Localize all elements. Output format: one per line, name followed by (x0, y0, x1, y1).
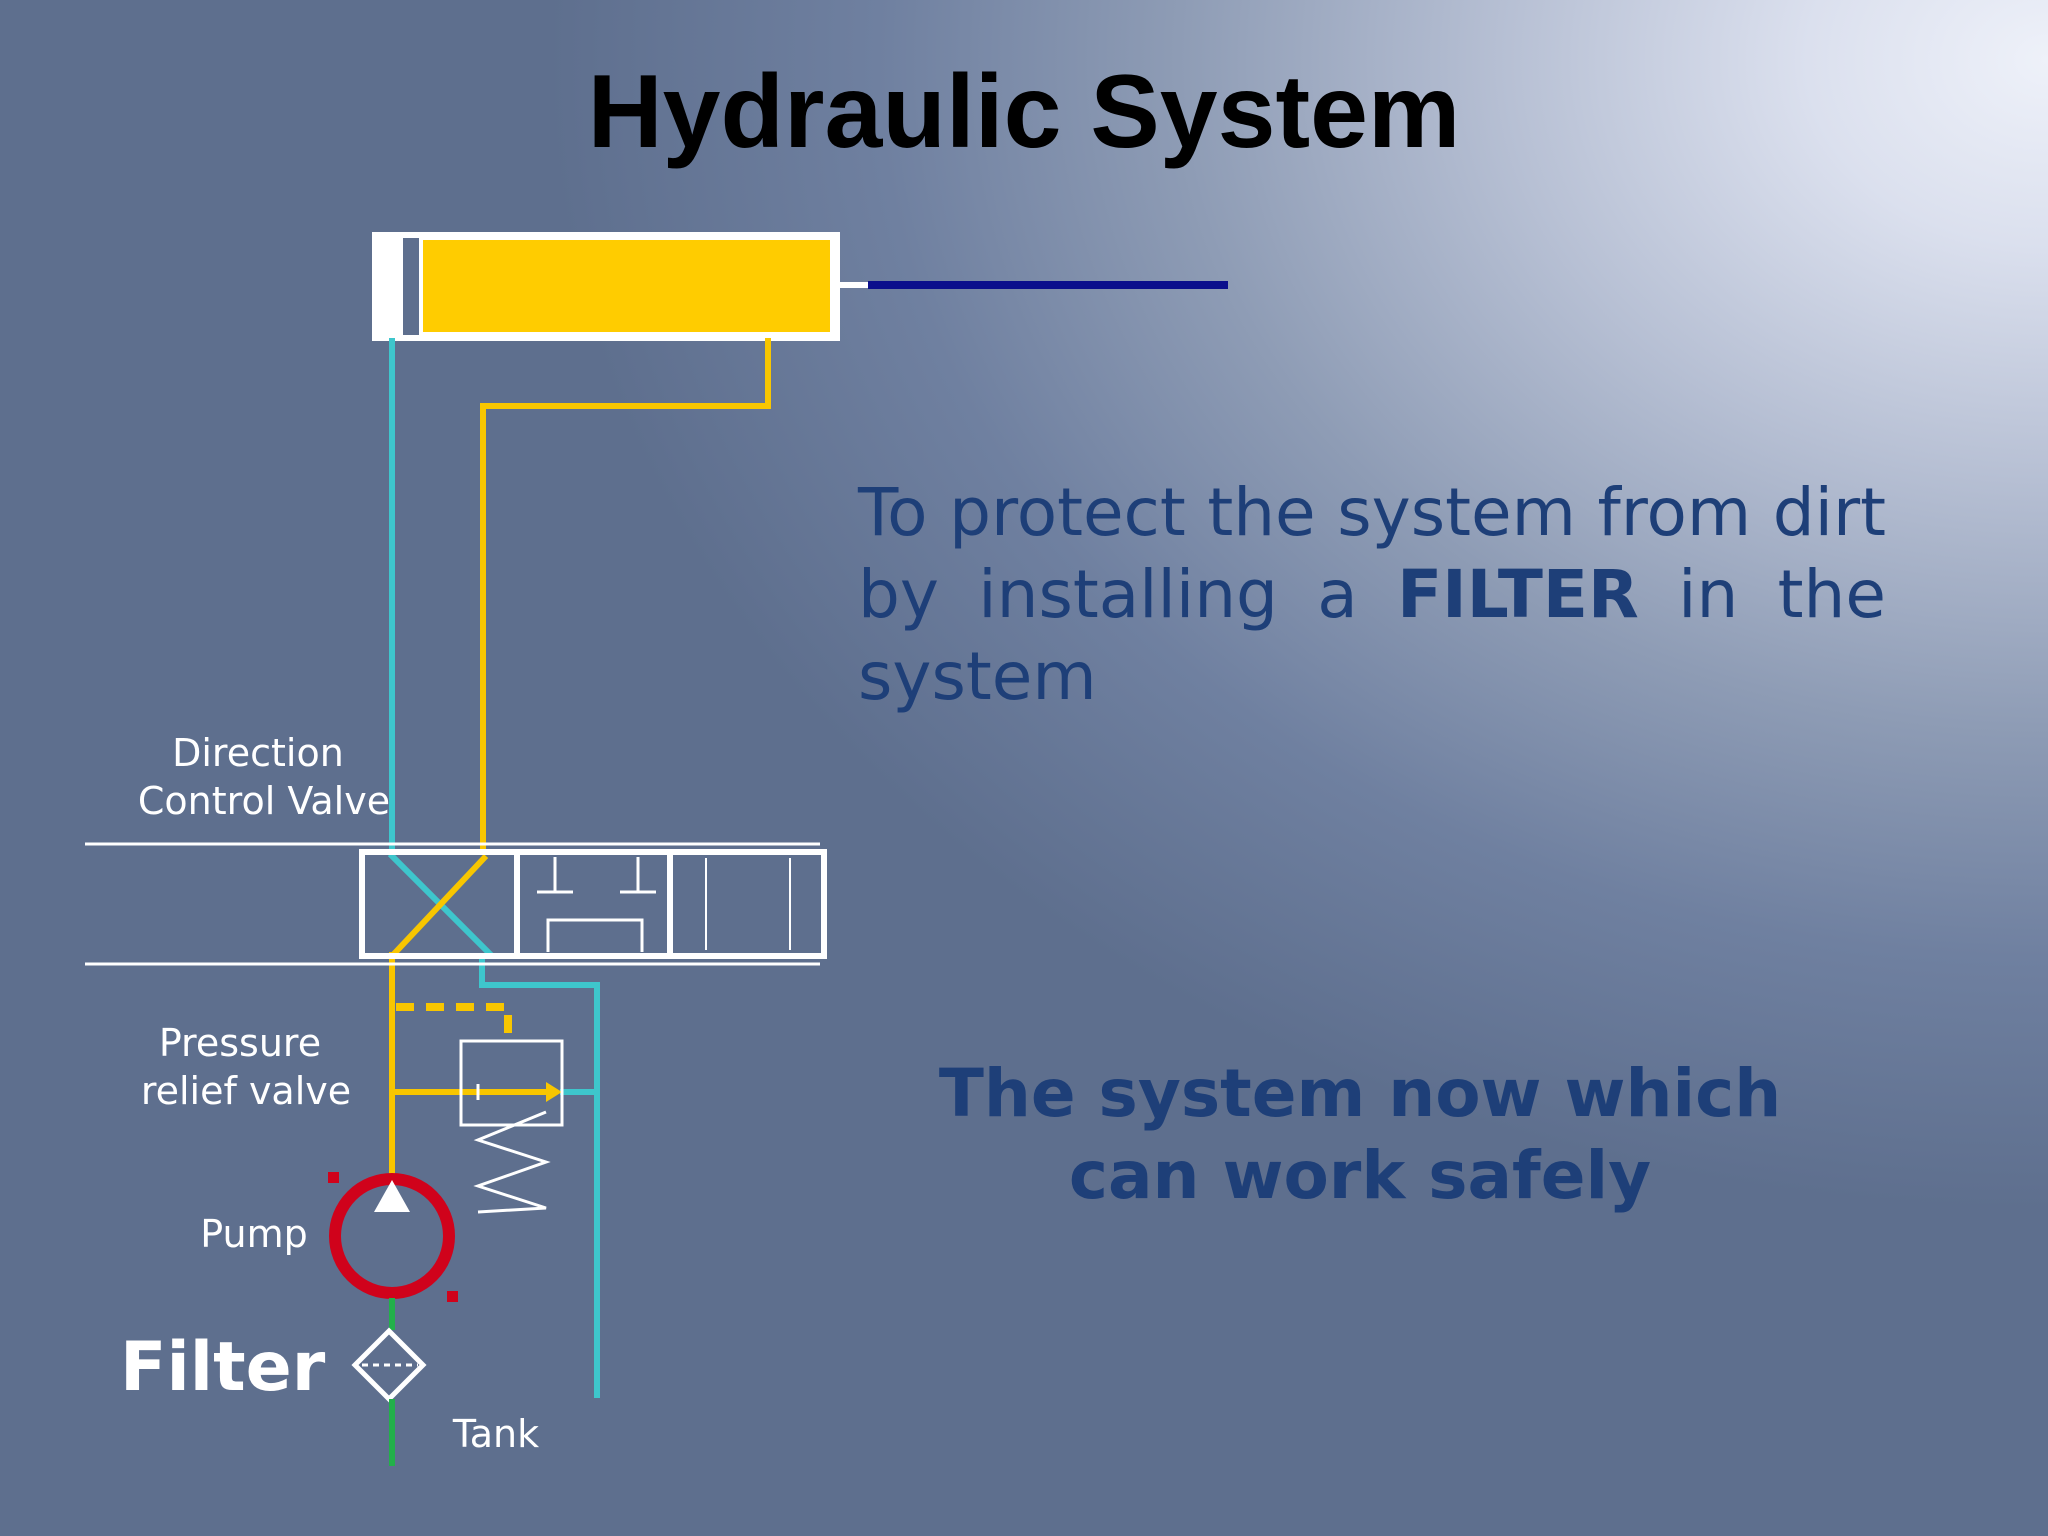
label-direction-line-1: Direction (172, 731, 344, 775)
valve-center-connection (546, 918, 644, 952)
filter-explanation-start: To protect the system from dirt by insta… (858, 474, 1886, 633)
pressure-line-valve-cross (389, 853, 489, 959)
filter-explanation-end: in the system (858, 556, 1886, 715)
return-line-to-tank (479, 956, 600, 1398)
slide-title: Hydraulic System (587, 54, 1461, 170)
valve-body (359, 849, 827, 959)
pump-direction-triangle (374, 1180, 410, 1212)
filter-keyword: FILTER (1397, 556, 1639, 633)
label-pressure-line-2: relief valve (141, 1069, 351, 1113)
pressure-line-to-cylinder (480, 338, 771, 854)
label-direction-line-2: Control Valve (138, 779, 390, 823)
cylinder-piston-chamber (419, 236, 834, 336)
label-pressure-relief-valve: Pressure relief valve (141, 1021, 351, 1113)
pressure-relief-valve (459, 1039, 564, 1214)
pump-marker-bottom-right (447, 1291, 458, 1302)
safety-conclusion-text: The system now which can work safely (938, 1055, 1782, 1214)
filter-explanation-text: To protect the system from dirt by insta… (858, 472, 1886, 718)
label-pump: Pump (200, 1212, 307, 1256)
relief-valve-spring (473, 1110, 551, 1214)
label-tank: Tank (452, 1412, 539, 1456)
filter (351, 1298, 427, 1466)
relief-arrow-head (546, 1082, 562, 1102)
pump-marker-top-left (328, 1172, 339, 1183)
direction-control-valve (85, 842, 827, 966)
pump-body (329, 1173, 455, 1299)
label-pressure-line-1: Pressure (159, 1021, 321, 1065)
pressure-line (389, 338, 771, 1178)
label-filter: Filter (120, 1328, 326, 1407)
relief-pilot-line (396, 1003, 512, 1040)
cylinder-rod-end-cap (377, 237, 403, 336)
hydraulic-cylinder (372, 232, 1228, 341)
pump (328, 1172, 458, 1302)
label-direction-control-valve: Direction Control Valve (138, 731, 390, 823)
return-line (387, 338, 600, 1398)
